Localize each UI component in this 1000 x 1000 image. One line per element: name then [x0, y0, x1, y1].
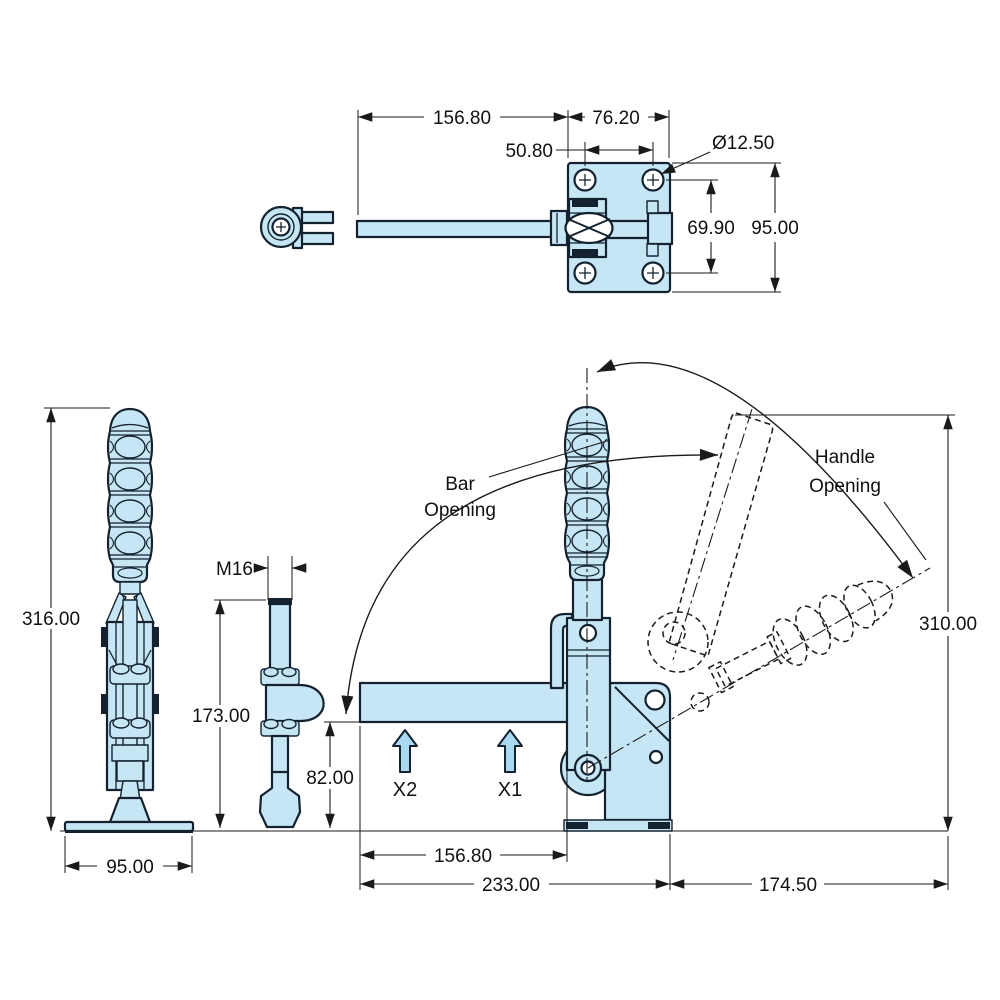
centerline-bar-open	[672, 408, 753, 661]
handle-grip-side	[106, 407, 154, 584]
spindle-nut-lower	[260, 718, 300, 737]
spindle-parts	[258, 598, 325, 829]
spindle-nut-upper	[260, 666, 300, 686]
centerline-handle-open	[587, 567, 931, 769]
bracket-hole-lower	[648, 749, 664, 765]
spindle-eye	[264, 683, 325, 723]
hex-nut-upper-side	[109, 663, 151, 685]
dim-text: 95.00	[751, 218, 799, 239]
dim-spindle-height: 173.00	[192, 599, 266, 828]
handle-opening-arc	[596, 359, 914, 579]
dim-front-base-length: 233.00	[360, 834, 671, 896]
spindle-rod-upper	[268, 602, 292, 672]
body-step-2	[116, 760, 144, 782]
dim-text: 316.00	[22, 609, 80, 630]
dim-top-plate-height: 95.00	[672, 162, 799, 293]
dim-text: 174.50	[759, 875, 817, 896]
thread-top	[268, 598, 292, 605]
bar-opening-leader	[488, 439, 611, 478]
dim-text: 82.00	[306, 768, 354, 789]
opening-annotations: Bar Opening Handle Opening	[341, 359, 927, 715]
link-plate-phantom	[647, 611, 709, 673]
bolt-holes	[573, 168, 665, 285]
bar-top-view	[355, 219, 555, 239]
bar-opening-arc	[341, 448, 719, 715]
dim-text: 50.80	[505, 141, 553, 162]
handle-opening-label-1: Handle	[815, 447, 875, 468]
screw-nut-upper	[646, 200, 659, 214]
dim-top-plate-width: 76.20	[568, 108, 670, 158]
front-view: X2 X1	[341, 359, 977, 896]
bar-open-phantom	[668, 412, 774, 657]
force-arrow-x1: X1	[497, 729, 523, 801]
dim-text: 76.20	[592, 108, 640, 129]
side-view: 316.00 95.00	[22, 407, 195, 878]
screw-block	[646, 211, 674, 246]
spindle-view: M16 173.00 82.00	[192, 556, 360, 829]
top-view-parts	[259, 161, 674, 294]
dim-side-total-height: 316.00	[22, 407, 110, 831]
screw-nut-lower	[646, 243, 659, 257]
dim-text: 173.00	[192, 706, 250, 727]
x1-label: X1	[498, 779, 522, 801]
thread-label: M16	[216, 559, 253, 580]
dim-text: 233.00	[482, 875, 540, 896]
dim-text: 95.00	[106, 857, 154, 878]
bracket-hole-upper	[644, 689, 666, 711]
base-plate-side	[63, 820, 195, 833]
bar-opening-label-1: Bar	[445, 474, 475, 495]
dim-bar-to-base: 82.00	[306, 721, 360, 828]
x2-label: X2	[393, 779, 417, 801]
dim-front-bar-length: 156.80	[359, 726, 568, 890]
bracket-foot	[563, 819, 673, 832]
top-view: 156.80 76.20 50.80 Ø12.50 69.90	[259, 108, 799, 294]
body-step-1	[111, 744, 149, 762]
grip-neck-side	[119, 581, 141, 595]
dim-text: 156.80	[433, 108, 491, 129]
dim-text: 310.00	[919, 614, 977, 635]
arm-hole	[578, 623, 598, 643]
side-view-parts	[63, 407, 195, 833]
foot-cone-side	[108, 796, 152, 824]
dim-hole-diameter: Ø12.50	[660, 133, 774, 175]
dim-thread: M16	[216, 556, 307, 600]
dim-top-hole-spacing-v: 69.90	[666, 179, 735, 274]
dim-side-base-width: 95.00	[64, 836, 193, 878]
dim-front-handle-reach: 174.50	[670, 836, 949, 896]
spindle-rod-lower	[270, 734, 290, 776]
bar-opening-label-2: Opening	[424, 500, 496, 521]
dim-top-hole-spacing-h: 50.80	[505, 141, 654, 166]
dim-front-open-height: 310.00	[735, 414, 977, 831]
hex-nut-lower-side	[109, 717, 151, 739]
front-view-parts: X2 X1	[358, 405, 673, 832]
spindle-foot	[258, 770, 302, 829]
dim-text: Ø12.50	[712, 133, 774, 154]
dim-text: 69.90	[687, 218, 735, 239]
handle-opening-leader	[883, 501, 927, 561]
handle-opening-label-2: Opening	[809, 476, 881, 497]
dim-top-bar-length: 156.80	[357, 108, 569, 215]
link-hole2-phantom	[690, 692, 710, 712]
dim-text: 156.80	[434, 846, 492, 867]
force-arrow-x2: X2	[392, 729, 418, 801]
